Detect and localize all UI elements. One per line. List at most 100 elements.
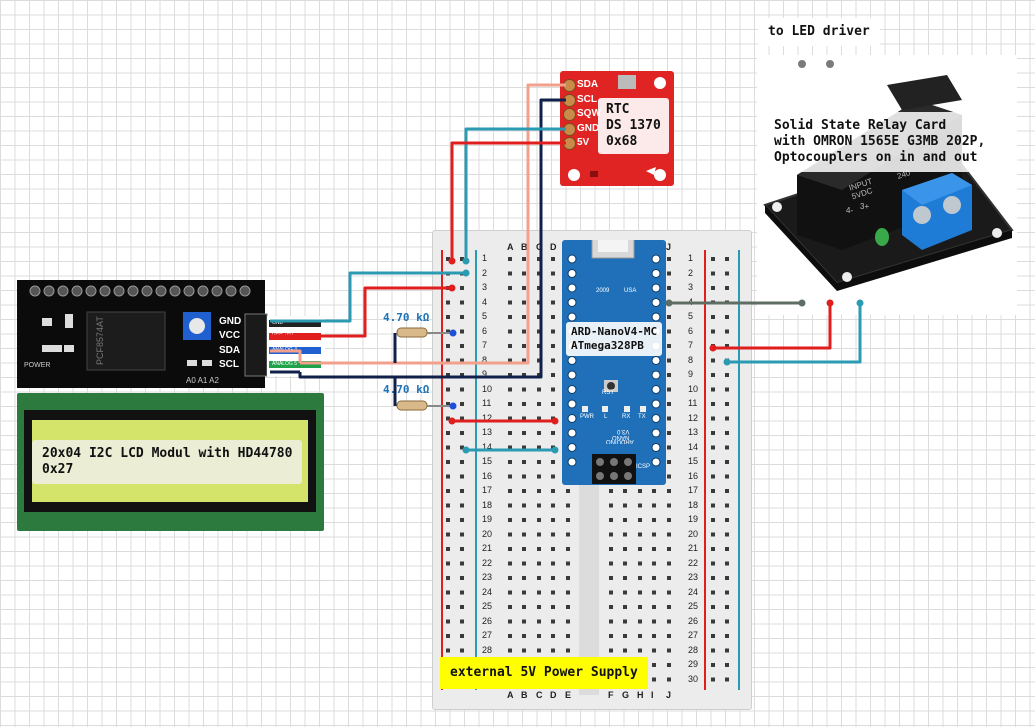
breadboard-hole — [623, 547, 627, 551]
breadboard-hole — [667, 634, 671, 638]
row-number-right: 24 — [688, 586, 699, 597]
breadboard-hole — [537, 518, 541, 522]
lcd-pin-label: VCC — [219, 330, 241, 341]
lcd-address-label: A0 A1 A2 — [186, 376, 219, 385]
power-supply-label: external 5V Power Supply — [440, 657, 648, 689]
rail-hole — [725, 518, 729, 522]
rail-hole — [711, 677, 715, 682]
row-number-left: 7 — [482, 340, 488, 350]
breadboard-hole — [508, 619, 512, 624]
breadboard-hole — [522, 460, 526, 464]
column-letter: G — [622, 690, 630, 700]
row-number-right: 12 — [688, 412, 699, 423]
breadboard-hole — [522, 300, 526, 305]
resistor-label-top: 4.70 kΩ — [383, 311, 430, 324]
rtc-pin — [563, 79, 576, 92]
nano-pin-right — [651, 443, 661, 452]
row-number-right: 25 — [688, 601, 699, 611]
rail-hole — [725, 416, 729, 421]
row-number-left: 28 — [482, 644, 493, 655]
row-number-right: 6 — [688, 325, 694, 336]
column-letter: J — [666, 242, 672, 252]
breadboard-hole — [522, 286, 526, 290]
rtc-graphic — [568, 75, 666, 181]
breadboard-hole — [522, 474, 526, 479]
breadboard-hole — [652, 677, 656, 682]
row-number-left: 16 — [482, 470, 493, 481]
breadboard-hole — [522, 373, 526, 377]
breadboard-hole — [537, 315, 541, 319]
breadboard-hole — [566, 605, 570, 609]
nano-pin-right — [651, 385, 661, 394]
breadboard-hole — [652, 518, 656, 522]
rail-hole — [725, 300, 729, 305]
breadboard-hole — [652, 503, 656, 508]
nano-pin-left — [567, 312, 577, 322]
lcd-header-pin — [197, 285, 209, 297]
breadboard-hole — [652, 663, 656, 667]
breadboard-hole — [508, 373, 512, 377]
breadboard-hole — [508, 329, 512, 334]
column-letter: H — [637, 690, 644, 700]
row-number-left: 22 — [482, 557, 493, 568]
breadboard-hole — [667, 648, 671, 653]
breadboard-hole — [623, 561, 627, 566]
rail-hole — [725, 634, 729, 638]
rail-hole — [725, 431, 729, 435]
rail-hole — [446, 416, 450, 421]
breadboard-hole — [551, 518, 555, 522]
rail-hole — [725, 489, 729, 493]
rail-hole — [446, 300, 450, 305]
breadboard-hole — [667, 561, 671, 566]
breadboard-hole — [566, 576, 570, 580]
lcd-header-pin — [99, 285, 111, 297]
rail-hole — [725, 576, 729, 580]
rail-hole — [711, 358, 715, 363]
row-number-left: 15 — [482, 456, 493, 466]
breadboard-hole — [522, 416, 526, 421]
breadboard-hole — [667, 416, 671, 421]
breadboard-hole — [667, 576, 671, 580]
breadboard-hole — [508, 576, 512, 580]
row-number-right: 22 — [688, 557, 699, 568]
breadboard-hole — [551, 605, 555, 609]
breadboard-hole — [551, 489, 555, 493]
arduino-nano — [562, 240, 666, 485]
column-letter: C — [536, 690, 543, 700]
lcd-header-pin — [29, 285, 41, 297]
rail-hole — [460, 286, 464, 290]
nano-pin-left — [567, 269, 577, 278]
breadboard-hole — [508, 547, 512, 551]
breadboard-hole — [551, 532, 555, 537]
breadboard-hole — [551, 561, 555, 566]
breadboard-hole — [638, 605, 642, 609]
breadboard-hole — [566, 489, 570, 493]
row-number-left: 14 — [482, 441, 493, 452]
breadboard-hole — [667, 460, 671, 464]
row-number-right: 2 — [688, 267, 694, 278]
column-letter: J — [666, 690, 672, 700]
row-number-left: 5 — [482, 311, 488, 321]
row-number-left: 26 — [482, 615, 493, 626]
row-number-left: 3 — [482, 282, 488, 292]
rail-hole — [711, 503, 715, 508]
breadboard-hole — [522, 445, 526, 450]
breadboard-hole — [537, 358, 541, 363]
breadboard-hole — [638, 576, 642, 580]
lcd-pin-label: SCL — [219, 359, 239, 370]
relay-board-graphic — [763, 75, 1014, 291]
lcd-tag-scl: ANALOG 5 — [272, 361, 298, 367]
breadboard-hole — [667, 518, 671, 522]
nano-pin-left — [567, 457, 577, 467]
icsp-pin — [596, 472, 604, 480]
breadboard-hole — [609, 648, 613, 653]
rail-hole — [446, 532, 450, 537]
rail-hole — [446, 503, 450, 508]
rail-hole — [711, 329, 715, 334]
breadboard-hole — [537, 431, 541, 435]
rail-hole — [460, 416, 464, 421]
row-number-right: 13 — [688, 427, 699, 437]
breadboard-hole — [508, 271, 512, 276]
breadboard-hole — [508, 402, 512, 406]
lcd-header-pin — [169, 285, 181, 297]
